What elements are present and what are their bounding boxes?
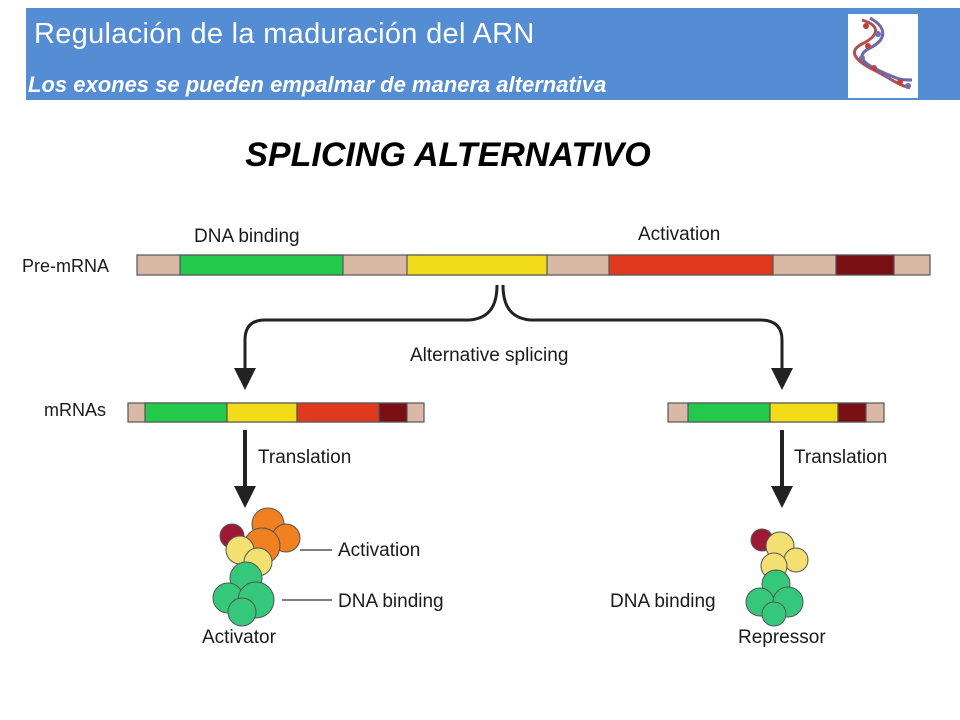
mrna-left-bar	[127, 402, 425, 423]
header-bar: Regulación de la maduración del ARN Los …	[26, 8, 960, 100]
translation-left-arrowhead-icon	[234, 486, 256, 508]
pre-mrna-label: Pre-mRNA	[22, 256, 109, 276]
dna-binding-top-label: DNA binding	[194, 226, 300, 247]
pre-mrna-bar	[136, 254, 931, 276]
translation-right-label: Translation	[794, 447, 887, 468]
splicing-arrows	[243, 284, 784, 370]
mrnas-label: mRNAs	[44, 400, 106, 420]
translation-right-arrowhead-icon	[771, 486, 793, 508]
dna-binding-right-label: DNA binding	[610, 591, 716, 612]
slide-subtitle: Los exones se pueden empalmar de manera …	[28, 72, 607, 97]
right-arrowhead-icon	[771, 368, 793, 390]
activation-top-label: Activation	[638, 224, 720, 245]
translation-left-label: Translation	[258, 447, 351, 468]
diagram-heading: SPLICING ALTERNATIVO	[245, 136, 651, 174]
activator-protein	[212, 507, 301, 627]
activation-protein-label: Activation	[338, 540, 420, 561]
mrna-right-bar	[667, 402, 885, 423]
repressor-protein	[745, 528, 809, 627]
dna-molecule-icon	[848, 14, 918, 98]
dna-binding-left-label: DNA binding	[338, 591, 444, 612]
repressor-label: Repressor	[738, 627, 826, 648]
alternative-splicing-label: Alternative splicing	[410, 345, 568, 366]
activator-label: Activator	[202, 627, 277, 648]
slide-title: Regulación de la maduración del ARN	[34, 18, 535, 50]
left-arrowhead-icon	[234, 368, 256, 390]
alternative-splicing-diagram: Pre-mRNA DNA binding Activation Alternat…	[22, 224, 931, 648]
